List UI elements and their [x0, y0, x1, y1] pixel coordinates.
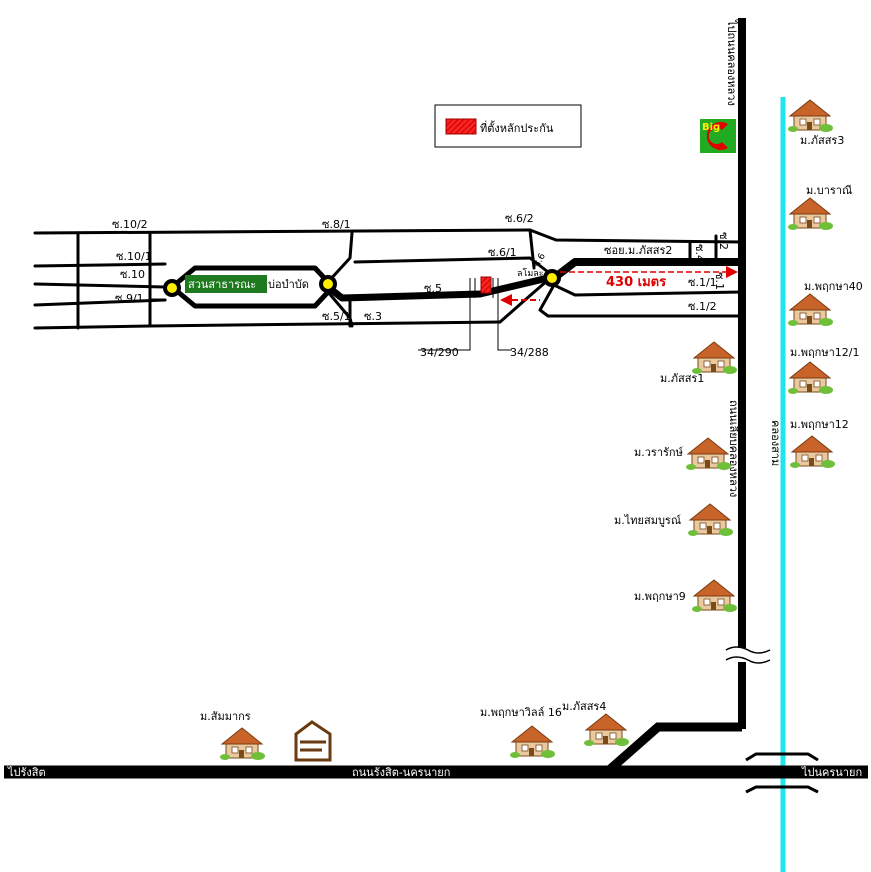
house-icon	[691, 579, 738, 613]
park-name: สวนสาธารณะ	[188, 278, 256, 291]
big-c-logo-icon: Big	[700, 119, 736, 153]
collateral-marker	[480, 276, 492, 294]
house-icon	[687, 503, 734, 537]
soi-label-6-1: ซ.6/1	[488, 246, 517, 259]
distance-label: 430 เมตร	[606, 275, 666, 290]
store-logo-text: Big	[702, 122, 720, 133]
village-phatson3: ม.ภัสสร3	[800, 134, 844, 147]
temple-icon	[294, 720, 332, 762]
village-baranee: ม.บาราณี	[806, 184, 852, 197]
legend-swatch	[445, 118, 477, 135]
village-thaisombun: ม.ไทยสมบูรณ์	[614, 514, 681, 527]
soi-label-8-1: ซ.8/1	[322, 218, 351, 231]
small-lane-label: ลโมละ	[517, 268, 544, 279]
connector-road-line	[605, 722, 742, 775]
roundabout-west	[163, 279, 181, 297]
soi-label-10: ซ.10	[120, 268, 145, 281]
soi-label-6-2: ซ.6/2	[505, 212, 534, 225]
house-icon	[583, 713, 630, 747]
soi-label-1-1: ซ.1/1	[688, 276, 717, 289]
canal-name: คลองสาม	[769, 420, 782, 466]
soi-label-4: ซ.4	[693, 244, 706, 262]
soi-label-9-1: ซ.9/1	[115, 292, 144, 305]
main-road-name: ถนนรังสิต-นครนายก	[352, 766, 450, 779]
soi-label-phatson2: ซอย.ม.ภัสสร2	[604, 244, 672, 257]
house-icon	[789, 435, 836, 469]
parcel-label-1: 34/290	[420, 346, 459, 359]
left-destination-label: ไปรังสิต	[7, 766, 46, 779]
road-network	[33, 228, 746, 330]
village-phatson4: ม.ภัสสร4	[562, 700, 606, 713]
vertical-road-name: ถนนเลียบคลองหลวง	[727, 400, 740, 497]
roundabout-center	[319, 275, 337, 293]
house-icon	[787, 197, 834, 231]
village-pruksa12: ม.พฤกษา12	[790, 418, 849, 431]
soi-label-1-2: ซ.1/2	[688, 300, 717, 313]
village-wararak: ม.วรารักษ์	[634, 446, 683, 459]
distance-arrow	[500, 266, 738, 306]
house-icon	[509, 725, 556, 759]
pond-label: บ่อบำบัด	[268, 278, 309, 291]
soi-label-10-1: ซ.10/1	[116, 250, 152, 263]
soi-label-3: ซ.3	[364, 310, 382, 323]
house-icon	[685, 437, 732, 471]
parcel-label-2: 34/288	[510, 346, 549, 359]
legend: ที่ตั้งหลักประกัน	[434, 104, 582, 148]
legend-label: ที่ตั้งหลักประกัน	[480, 120, 554, 135]
soi-label-2: ซ.2	[717, 232, 730, 250]
house-icon	[219, 727, 266, 761]
parcel-leader-lines	[418, 278, 512, 351]
road-break-icon	[724, 646, 772, 664]
village-pruksaville: ม.พฤกษาวิลล์ 16	[480, 706, 562, 719]
soi-label-10-2: ซ.10/2	[112, 218, 148, 231]
soi-label-1: ซ.1	[713, 272, 726, 290]
village-pruksa12-1: ม.พฤกษา12/1	[790, 346, 859, 359]
house-icon	[691, 341, 738, 375]
house-icon	[787, 361, 834, 395]
village-samakorn: ม.สัมมากร	[200, 710, 251, 723]
village-phatson1: ม.ภัสสร1	[660, 372, 704, 385]
house-icon	[787, 293, 834, 327]
village-pruksa40: ม.พฤกษา40	[804, 280, 863, 293]
soi-label-5: ซ.5	[424, 282, 442, 295]
soi-label-6: ซ.6	[532, 252, 548, 270]
park-area	[185, 275, 267, 293]
village-pruksa9: ม.พฤกษา9	[634, 590, 686, 603]
top-destination-label: ไปถนนคลองหลวง	[725, 19, 738, 106]
bridge-icon	[745, 752, 819, 794]
right-destination-label: ไปนครนายก	[801, 766, 862, 779]
house-icon	[787, 99, 834, 133]
roundabout-east	[543, 269, 561, 287]
soi-label-5-1: ซ.5/1	[322, 310, 351, 323]
